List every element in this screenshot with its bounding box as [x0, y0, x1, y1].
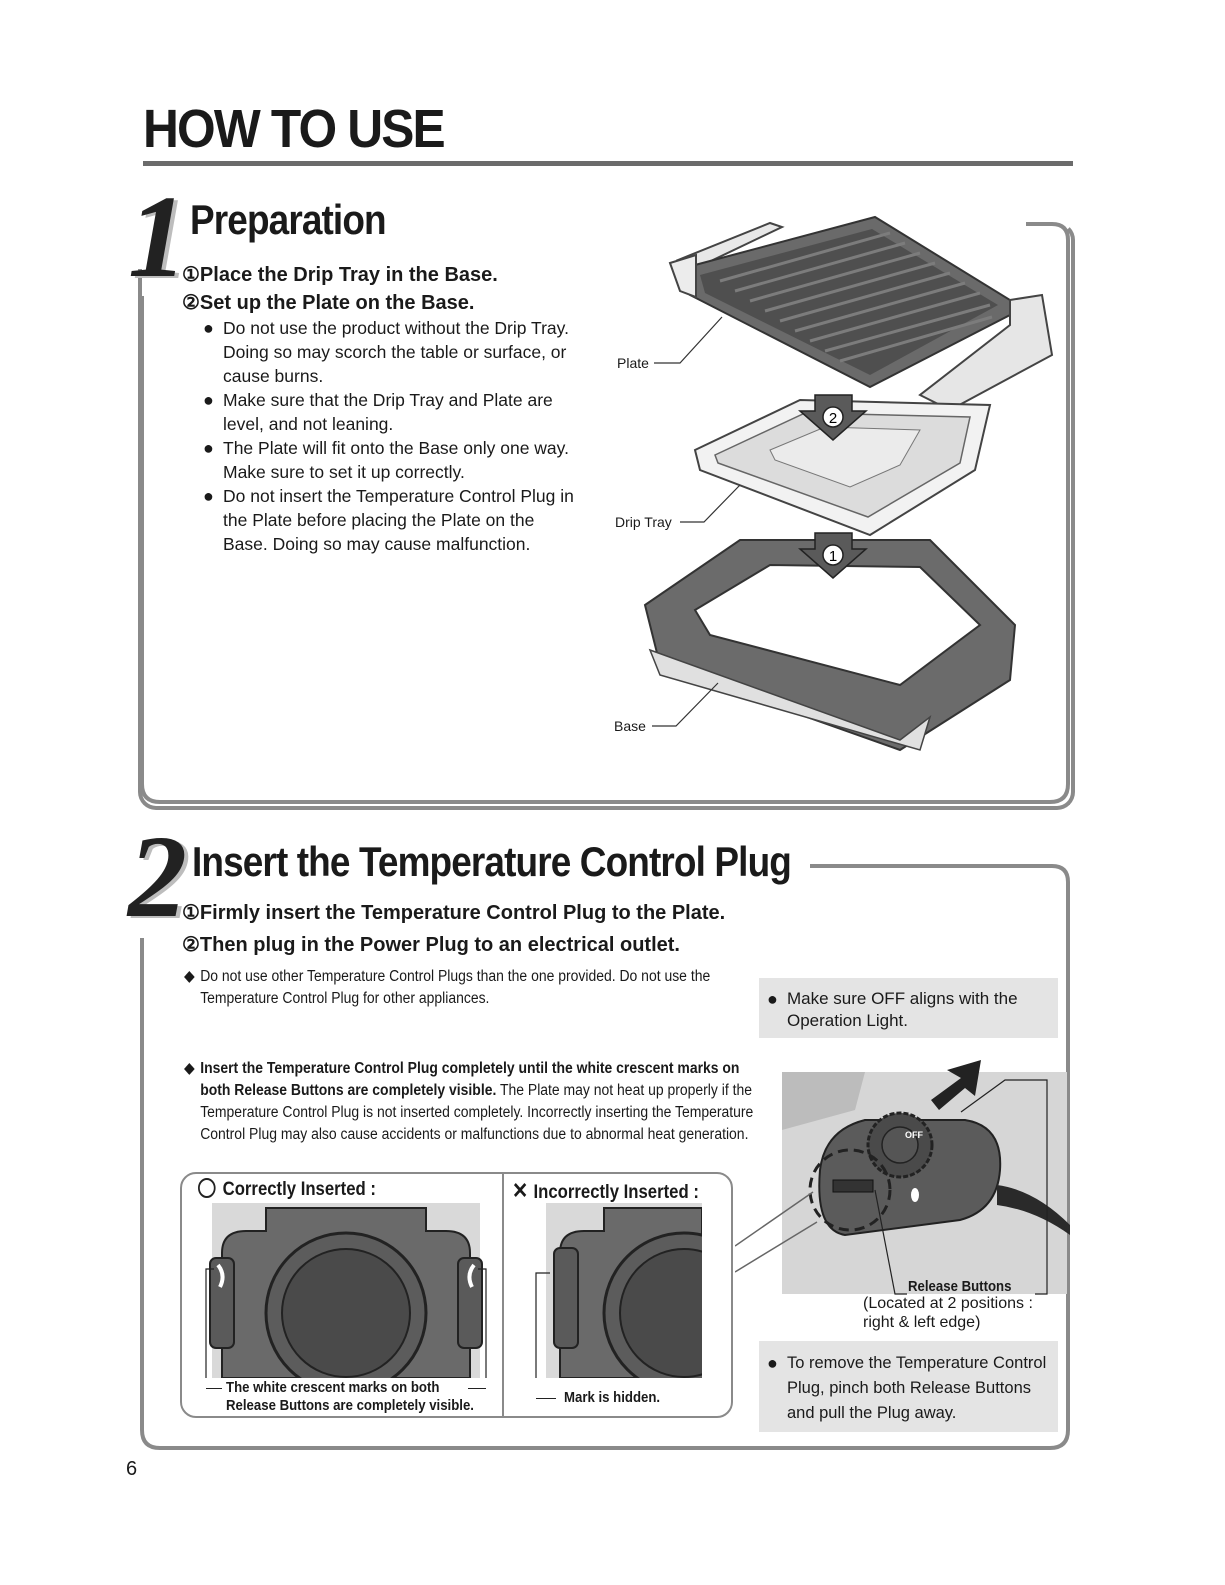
remove-plug-text: To remove the Temperature Control Plug, … — [787, 1354, 1047, 1422]
marker-2: 2 — [829, 410, 837, 427]
drip-tray-illustration — [693, 398, 992, 537]
release-buttons-location: (Located at 2 positions : right & left e… — [863, 1295, 1033, 1331]
correct-leader-bottom — [206, 1388, 222, 1389]
circle-icon — [198, 1178, 216, 1198]
section-2-border — [140, 864, 1070, 1450]
incorrect-insert-illustration — [535, 1203, 702, 1378]
bullet-item: Do not insert the Temperature Control Pl… — [203, 484, 583, 556]
remove-plug-note: ● To remove the Temperature Control Plug… — [759, 1341, 1058, 1432]
section-1-step-2: ②Set up the Plate on the Base. — [182, 292, 475, 314]
section-2-step-2: ②Then plug in the Power Plug to an elect… — [182, 934, 680, 956]
bullet-item: Make sure that the Drip Tray and Plate a… — [203, 388, 583, 436]
bullet-dot-icon: ● — [767, 989, 778, 1009]
page-title: HOW TO USE — [143, 99, 446, 159]
correct-heading: Correctly Inserted : — [198, 1178, 376, 1201]
incorrect-leader-bottom — [536, 1398, 556, 1399]
correct-label: Correctly Inserted : — [222, 1179, 376, 1200]
warning-insert-completely: Insert the Temperature Control Plug comp… — [184, 1058, 758, 1146]
section-1-title: Preparation — [190, 196, 387, 243]
warning-other-plugs: Do not use other Temperature Control Plu… — [184, 966, 758, 1010]
incorrect-caption: Mark is hidden. — [564, 1389, 661, 1406]
page-number: 6 — [126, 1458, 138, 1480]
incorrect-heading: ✕Incorrectly Inserted : — [512, 1178, 699, 1204]
incorrect-label: Incorrectly Inserted : — [533, 1182, 699, 1203]
step-1-arrow: 1 — [798, 532, 868, 579]
bullet-item: The Plate will fit onto the Base only on… — [203, 436, 583, 484]
title-divider — [143, 161, 1073, 166]
section-2-number: 2 — [128, 811, 187, 942]
base-illustration — [643, 539, 1017, 752]
cross-icon: ✕ — [512, 1178, 529, 1203]
section-2-step-1: ①Firmly insert the Temperature Control P… — [182, 902, 726, 924]
section-1-bullets: Do not use the product without the Drip … — [203, 316, 583, 556]
plate-illustration — [668, 215, 1054, 412]
off-alignment-text: Make sure OFF aligns with the Operation … — [787, 989, 1018, 1030]
warning-insert-bold: Insert the Temperature Control Plug comp… — [200, 1060, 740, 1099]
section-1-step-1: ①Place the Drip Tray in the Base. — [182, 264, 498, 286]
off-alignment-note: ● Make sure OFF aligns with the Operatio… — [759, 978, 1058, 1038]
insertion-comparison-panel — [180, 1172, 733, 1418]
release-buttons-label: Release Buttons — [908, 1278, 1012, 1295]
bullet-item: Do not use the product without the Drip … — [203, 316, 583, 388]
marker-1: 1 — [829, 548, 837, 565]
dial-off-text: OFF — [905, 1130, 923, 1140]
section-2-title: Insert the Temperature Control Plug — [192, 838, 792, 885]
drip-tray-label: Drip Tray — [615, 514, 672, 530]
plate-label: Plate — [617, 355, 649, 371]
correct-leader-bottom-right — [468, 1388, 486, 1389]
base-label: Base — [614, 718, 646, 734]
correct-insert-illustration — [205, 1203, 487, 1378]
step-2-arrow: 2 — [798, 394, 868, 441]
section-1-border — [140, 222, 1070, 804]
section-1-number: 1 — [128, 171, 187, 302]
assembly-diagram: 2 1 — [643, 215, 1054, 752]
correct-caption-line-1: The white crescent marks on both — [226, 1379, 440, 1396]
correct-caption-line-2: Release Buttons are completely visible. — [226, 1397, 474, 1414]
correct-caption: The white crescent marks on both Release… — [226, 1379, 474, 1415]
warning-insert-text: The Plate may not heat up properly if th… — [200, 1082, 754, 1143]
bullet-dot-icon: ● — [767, 1353, 778, 1373]
comparison-divider — [502, 1172, 504, 1418]
plug-closeup-illustration: OFF — [735, 1060, 1070, 1295]
